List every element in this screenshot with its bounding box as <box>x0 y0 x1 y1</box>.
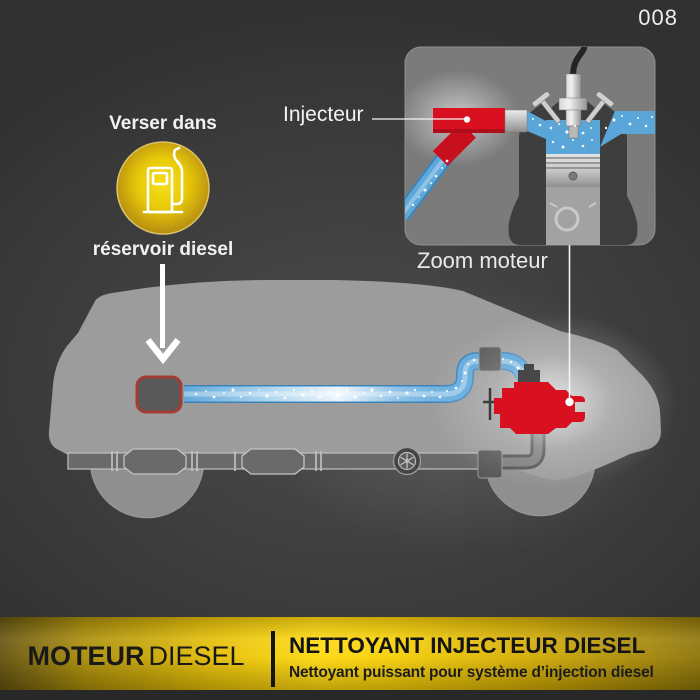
down-arrow-icon <box>145 264 181 365</box>
intake-valve <box>531 91 562 125</box>
brand-light: DIESEL <box>148 641 245 671</box>
oil-cap-stem <box>524 364 534 371</box>
product-subtitle: Nettoyant puissant pour système d’inject… <box>289 664 654 681</box>
product-title: NETTOYANT INJECTEUR DIESEL <box>289 633 646 658</box>
exhaust-pulley-icon <box>392 446 422 476</box>
muffler-mid <box>241 448 305 475</box>
zoom-panel-caption: Zoom moteur <box>417 248 548 273</box>
injector-nozzle <box>504 109 528 133</box>
footer-bottom-strip <box>0 690 700 700</box>
brand-bold: MOTEUR <box>27 641 145 671</box>
pour-label-bottom: réservoir diesel <box>92 239 234 260</box>
panel-feed-pipe <box>405 146 456 222</box>
injector-wire <box>570 47 588 80</box>
pour-label-top: Verser dans <box>109 113 217 134</box>
injector-leader-line <box>372 116 471 123</box>
fuel-tank-icon <box>135 375 183 414</box>
muffler-rear <box>123 448 187 475</box>
panel-fluid-particles <box>411 115 653 207</box>
injector-label: Injecteur <box>283 103 364 126</box>
fuel-pump-badge <box>116 141 210 235</box>
oil-cap <box>518 370 540 383</box>
page-code: 008 <box>638 5 678 30</box>
piston-cylinder-icon <box>508 47 655 245</box>
exhaust-flanges <box>111 451 322 471</box>
engine-icon <box>483 364 585 434</box>
footer-gold-bar <box>0 617 700 690</box>
footer-divider <box>271 631 275 687</box>
zoom-connector-line <box>565 245 574 407</box>
crankcase <box>546 187 600 245</box>
fuel-pump-icon <box>142 146 184 214</box>
zoom-panel <box>404 46 656 246</box>
piston <box>546 154 600 187</box>
exhaust-valve <box>584 91 615 125</box>
